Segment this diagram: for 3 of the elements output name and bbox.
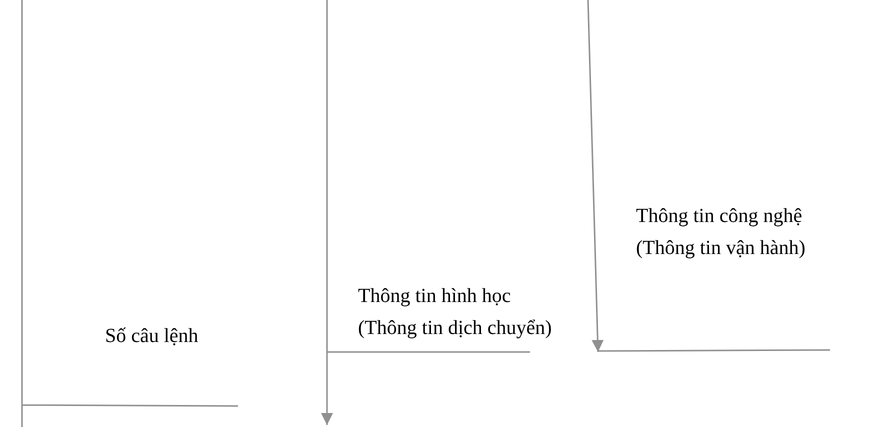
label-text: Thông tin hình học (Thông tin dịch chuyển) <box>358 284 553 341</box>
label-text: Thông tin công nghệ (Thông tin vận hành) <box>636 204 806 261</box>
label-text: Số câu lệnh <box>105 324 198 349</box>
